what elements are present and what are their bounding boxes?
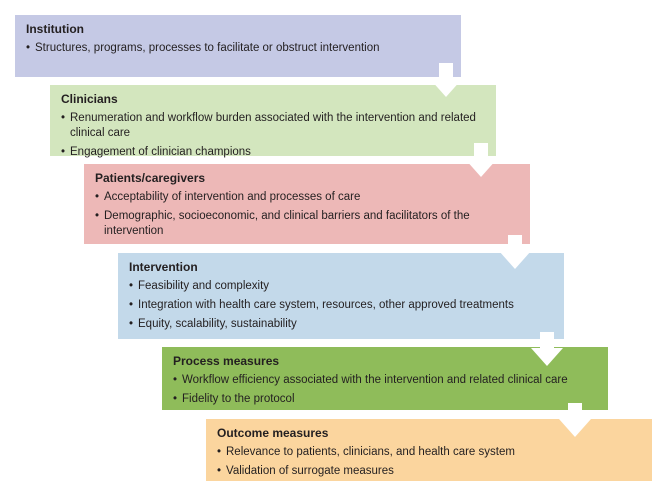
list-item: Acceptability of intervention and proces… — [95, 190, 520, 205]
list-item: Fidelity to the protocol — [173, 392, 598, 407]
step-list: Workflow efficiency associated with the … — [173, 373, 598, 407]
down-arrow-icon — [559, 403, 591, 437]
step-list: Relevance to patients, clinicians, and h… — [217, 445, 642, 479]
list-item: Engagement of clinician champions — [61, 145, 486, 160]
list-item: Structures, programs, processes to facil… — [26, 41, 451, 56]
step-title: Patients/caregivers — [95, 171, 206, 185]
step-outcome-measures: Outcome measures Relevance to patients, … — [206, 419, 652, 481]
step-title: Process measures — [173, 354, 280, 368]
step-title: Outcome measures — [217, 426, 329, 440]
list-item: Workflow efficiency associated with the … — [173, 373, 598, 388]
list-item: Relevance to patients, clinicians, and h… — [217, 445, 642, 460]
down-arrow-icon — [430, 63, 462, 97]
step-title: Intervention — [129, 260, 198, 274]
list-item: Equity, scalability, sustainability — [129, 317, 554, 332]
list-item: Renumeration and workflow burden associa… — [61, 111, 486, 141]
step-intervention: Intervention Feasibility and complexity … — [118, 253, 564, 339]
step-clinicians: Clinicians Renumeration and workflow bur… — [50, 85, 496, 158]
step-patients-caregivers: Patients/caregivers Acceptability of int… — [84, 164, 530, 244]
down-arrow-icon — [531, 332, 563, 366]
step-institution: Institution Structures, programs, proces… — [15, 15, 461, 77]
step-list: Feasibility and complexity Integration w… — [129, 279, 554, 332]
list-item: Validation of surrogate measures — [217, 464, 642, 479]
step-title: Clinicians — [61, 92, 118, 106]
down-arrow-icon — [499, 235, 531, 269]
list-item: Demographic, socioeconomic, and clinical… — [95, 209, 520, 239]
step-title: Institution — [26, 22, 84, 36]
step-process-measures: Process measures Workflow efficiency ass… — [162, 347, 608, 410]
step-list: Acceptability of intervention and proces… — [95, 190, 520, 239]
list-item: Feasibility and complexity — [129, 279, 554, 294]
step-list: Structures, programs, processes to facil… — [26, 41, 451, 56]
step-list: Renumeration and workflow burden associa… — [61, 111, 486, 160]
down-arrow-icon — [465, 143, 497, 177]
list-item: Integration with health care system, res… — [129, 298, 554, 313]
